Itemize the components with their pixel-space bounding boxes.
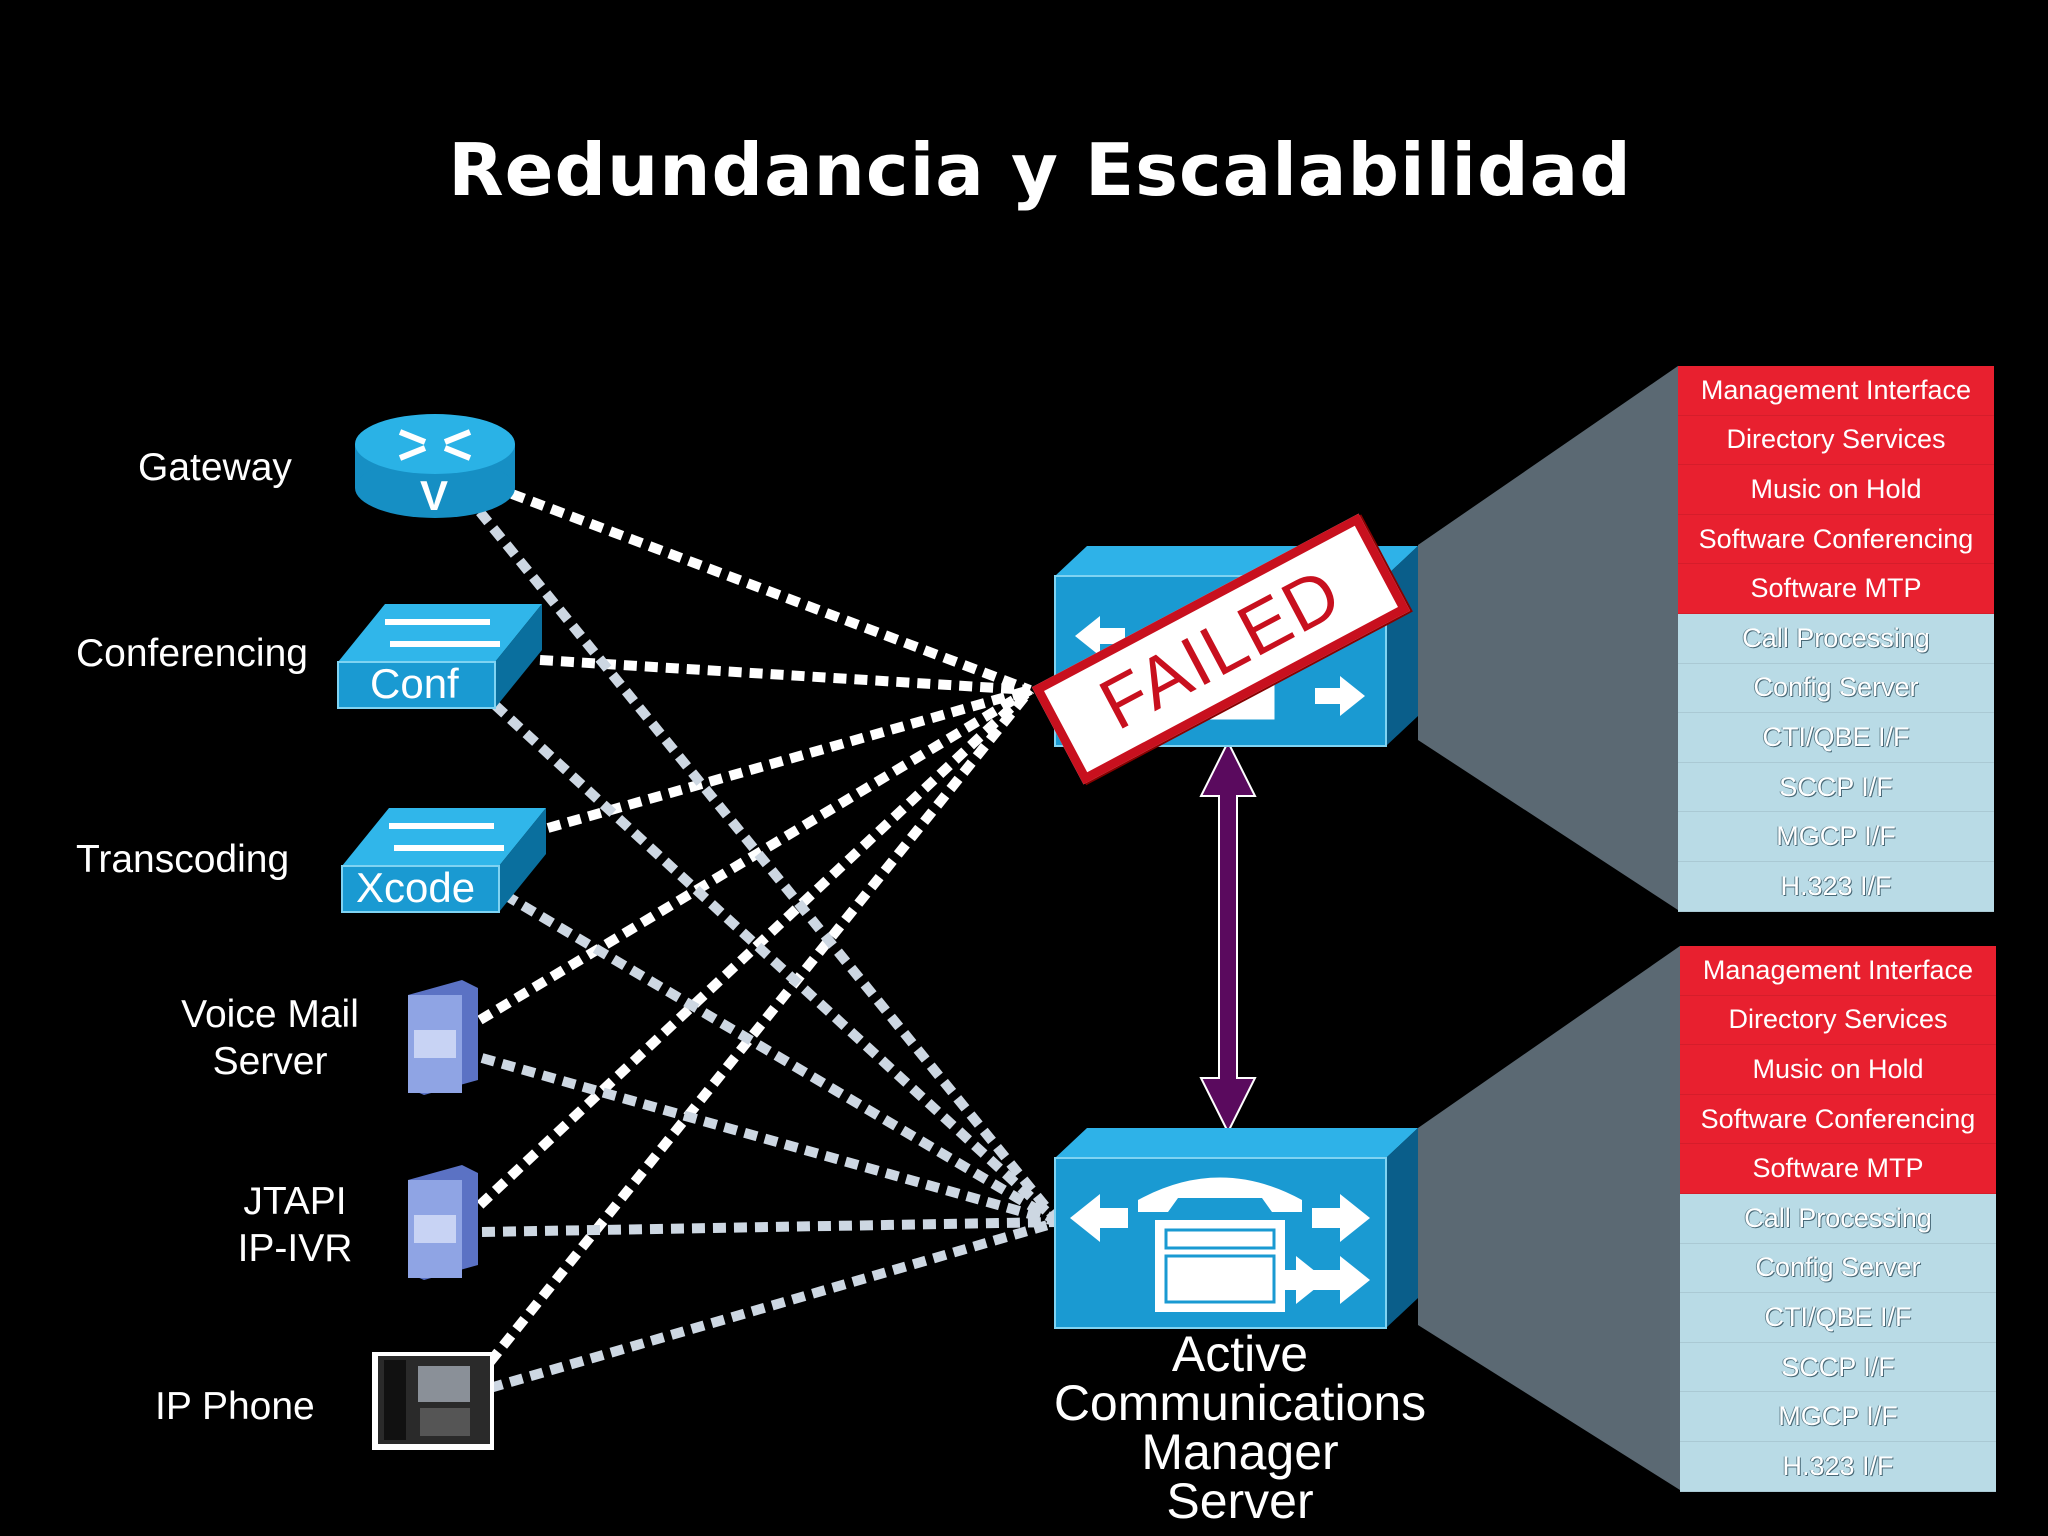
gateway-label: Gateway [138,446,292,489]
jtapi-server-icon [408,1165,478,1280]
page-title: Redundancia y Escalabilidad [448,128,1632,212]
voice-mail-server-icon [408,980,478,1095]
service-row: Software Conferencing [1678,514,1994,565]
connections-to-active-server [476,508,1062,1393]
conf-badge: Conf [370,660,459,707]
service-row: Software MTP [1680,1144,1996,1194]
service-row: Config Server [1680,1243,1996,1294]
redundancy-arrow [1199,739,1257,1135]
xcode-badge: Xcode [356,864,476,911]
active-server-caption: Active Communications Manager Server [1053,1326,1427,1529]
jtapi-label: JTAPI IP-IVR [237,1180,353,1270]
service-row: Call Processing [1678,613,1994,664]
service-row: MGCP I/F [1680,1392,1996,1442]
connections-to-failed-server [476,489,1034,1366]
active-server-icon [1054,1128,1418,1329]
service-row: Software Conferencing [1680,1094,1996,1145]
bottom-server-projection [1418,946,1680,1490]
service-row: Directory Services [1680,995,1996,1046]
service-row: H.323 I/F [1678,861,1994,912]
service-row: Music on Hold [1680,1045,1996,1095]
transcoding-label: Transcoding [76,838,290,881]
service-row: Music on Hold [1678,465,1994,515]
conference-switch-icon [337,604,542,709]
router-badge: V [420,472,449,519]
transcoder-switch-icon [341,808,546,913]
service-row: CTI/QBE I/F [1680,1293,1996,1343]
service-row: SCCP I/F [1680,1342,1996,1393]
service-row: MGCP I/F [1678,812,1994,862]
service-row: Management Interface [1678,366,1994,416]
ip-phone-label: IP Phone [155,1385,315,1428]
service-row: Call Processing [1680,1193,1996,1244]
top-server-projection [1418,366,1678,910]
router-icon [355,414,515,518]
service-row: Directory Services [1678,415,1994,466]
service-row: H.323 I/F [1680,1441,1996,1492]
ip-phone-icon [372,1352,494,1450]
service-row: Config Server [1678,663,1994,714]
service-row: Software MTP [1678,564,1994,614]
service-row: SCCP I/F [1678,762,1994,813]
voice-mail-label: Voice Mail Server [181,993,359,1083]
service-row: CTI/QBE I/F [1678,713,1994,763]
service-row: Management Interface [1680,946,1996,996]
conferencing-label: Conferencing [76,632,308,675]
